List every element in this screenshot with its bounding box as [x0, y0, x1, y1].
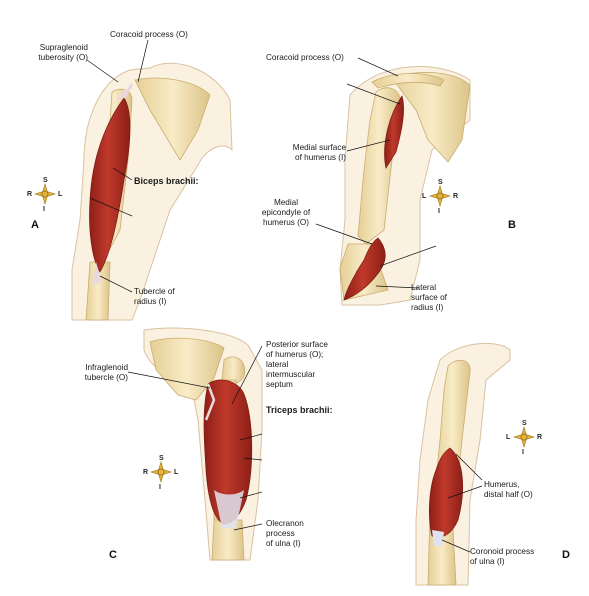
panel-a-biceps-tendon: [116, 83, 134, 101]
compass-a: [33, 182, 57, 206]
panel-c-triceps-long-head: [204, 383, 216, 421]
compass-c-left: R: [143, 469, 149, 476]
panel-letter-b: B: [508, 219, 516, 231]
label-a-coracoid: Coracoid process (O): [110, 30, 188, 39]
panel-letter-c: C: [109, 549, 117, 561]
compass-c-right: L: [174, 469, 179, 476]
panel-letter-d: D: [562, 549, 570, 561]
label-b-coracoid: Coracoid process (O): [266, 53, 344, 62]
label-triceps-brachii: Triceps brachii:: [266, 405, 333, 415]
compass-d-left: L: [506, 434, 511, 441]
panel-letter-a: A: [31, 219, 39, 231]
compass-a-bottom: I: [43, 206, 45, 213]
panel-c-scapula: [149, 337, 225, 401]
compass-b-bottom: I: [438, 208, 440, 215]
compass-c-top: S: [159, 455, 164, 462]
panel-b-figure: [315, 57, 471, 306]
panel-c-triceps-tendon: [214, 490, 244, 528]
compass-c-bottom: I: [159, 484, 161, 491]
panel-a-scapula: [134, 77, 211, 161]
compass-d-bottom: I: [522, 449, 524, 456]
compass-b-left: L: [422, 193, 427, 200]
compass-b-right: R: [453, 193, 459, 200]
compass-b-top: S: [438, 179, 443, 186]
panel-d-brachialis-tendon: [432, 530, 444, 546]
panel-a-biceps: [89, 97, 131, 273]
panel-a-figure: [71, 39, 233, 321]
panel-d-figure: [415, 342, 511, 586]
panel-b-clavicle: [371, 73, 445, 89]
compass-a-top: S: [43, 177, 48, 184]
panel-b-coracobrachialis: [384, 95, 404, 169]
panel-b-pronator: [343, 237, 386, 301]
compass-d-right: R: [537, 434, 543, 441]
compass-d: [512, 425, 536, 449]
label-biceps-brachii: Biceps brachii:: [134, 176, 199, 186]
compass-a-left: R: [27, 191, 33, 198]
compass-b: [428, 184, 452, 208]
panel-c-figure: [127, 327, 263, 561]
compass-d-top: S: [522, 420, 527, 427]
compass-c: [149, 460, 173, 484]
panel-d-brachialis: [429, 447, 463, 538]
panel-a-biceps-distal-tendon: [92, 262, 102, 285]
label-humerus-distal: Humerus,distal half (O): [484, 480, 533, 499]
compass-a-right: L: [58, 191, 63, 198]
